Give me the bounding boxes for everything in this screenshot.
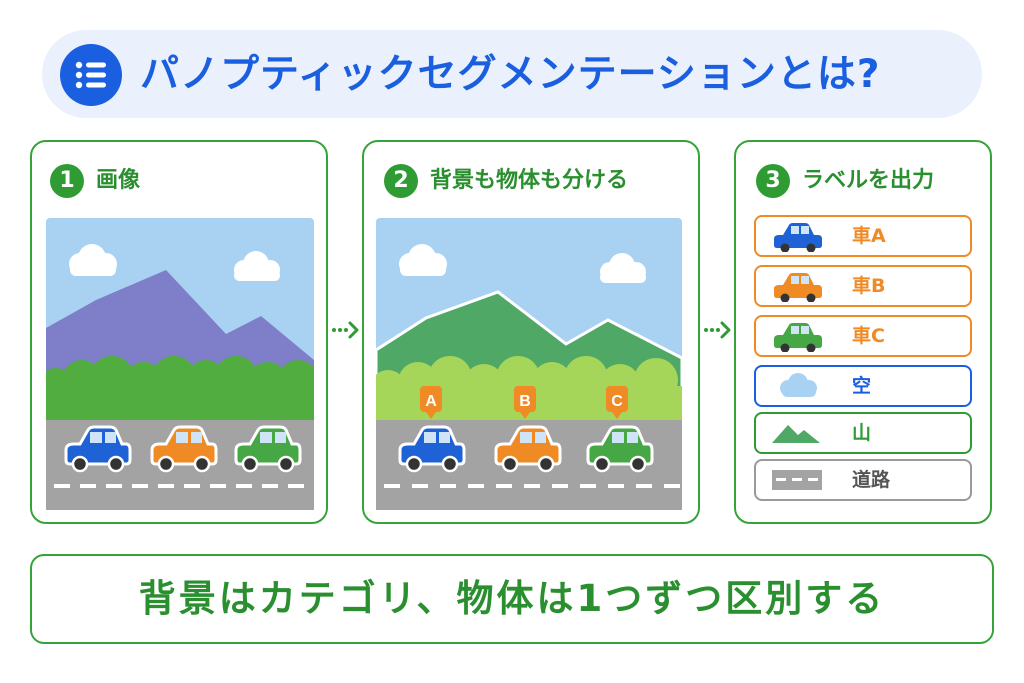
orange-car-icon (772, 272, 824, 306)
blue-car (64, 425, 132, 473)
step-1-title: 画像 (96, 168, 141, 193)
green-car (586, 425, 654, 473)
orange-car (150, 425, 218, 473)
marker-a: A (420, 386, 442, 419)
marker-c: C (606, 386, 628, 419)
blue-car-icon (772, 222, 824, 256)
cloud-icon (234, 251, 280, 281)
mountain-icon (772, 421, 822, 449)
step-3-badge: 3 (756, 164, 790, 198)
orange-car (494, 425, 562, 473)
label-mountain: 山 (852, 422, 872, 444)
arrow-right-icon (704, 318, 732, 346)
original-image (38, 218, 318, 510)
blue-car (398, 425, 466, 473)
step-1-badge: 1 (50, 164, 84, 198)
marker-a-label: A (425, 393, 437, 410)
arrow-right-icon (332, 318, 360, 346)
cloud-icon (69, 244, 117, 276)
segmented-image: A B C (370, 218, 684, 510)
step-2-badge: 2 (384, 164, 418, 198)
cloud-icon (774, 373, 822, 403)
label-car-b: 車B (852, 275, 886, 297)
marker-b-label: B (519, 393, 531, 410)
bushes (38, 356, 318, 423)
title-bar (42, 30, 982, 118)
marker-c-label: C (611, 393, 623, 410)
cloud-icon (399, 244, 447, 276)
list-icon (60, 44, 122, 106)
road-icon (772, 468, 822, 496)
label-car-c: 車C (852, 325, 885, 347)
label-road: 道路 (852, 469, 891, 491)
step-2-title: 背景も物体も分ける (430, 168, 629, 193)
label-sky: 空 (852, 375, 872, 397)
summary-text: 背景はカテゴリ、物体は1つずつ区別する (138, 577, 886, 620)
marker-b: B (514, 386, 536, 419)
page-title: パノプティックセグメンテーションとは? (140, 52, 881, 97)
green-car-icon (772, 322, 824, 356)
label-car-a: 車A (852, 225, 886, 247)
cloud-icon (600, 253, 646, 283)
step-3-title: ラベルを出力 (802, 168, 935, 193)
green-car (234, 425, 302, 473)
summary-box (30, 554, 994, 644)
